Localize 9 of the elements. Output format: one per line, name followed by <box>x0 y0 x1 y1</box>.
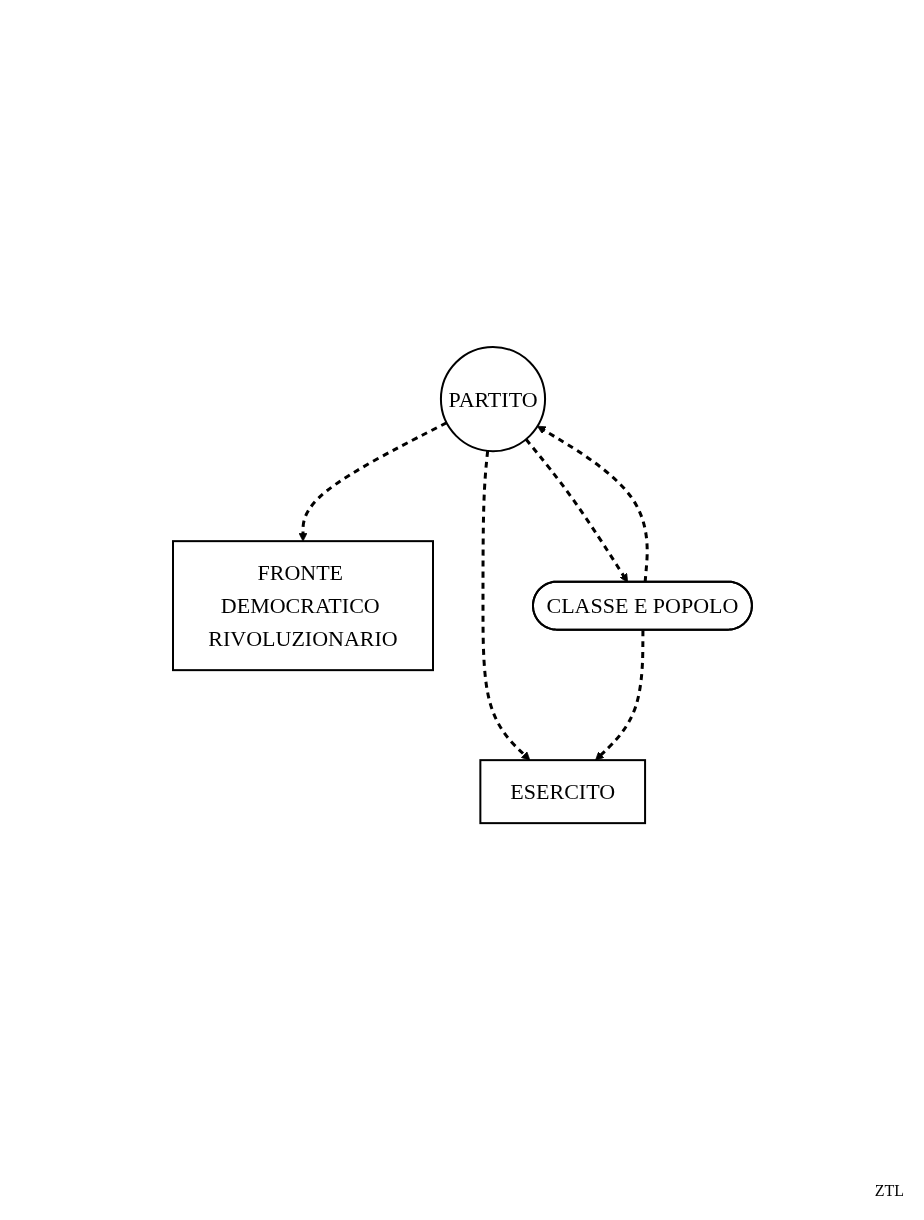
arrow <box>594 630 644 761</box>
node-box: ESERCITO <box>478 759 646 825</box>
arrow <box>536 425 649 583</box>
arrow <box>298 421 447 542</box>
arrow <box>524 438 628 583</box>
arrow <box>481 450 530 761</box>
node-box: FRONTE DEMOCRATICO RIVOLUZIONARIO <box>171 540 434 672</box>
node-circle: PARTITO <box>439 345 546 453</box>
initials-note: ZTL <box>874 1182 904 1199</box>
